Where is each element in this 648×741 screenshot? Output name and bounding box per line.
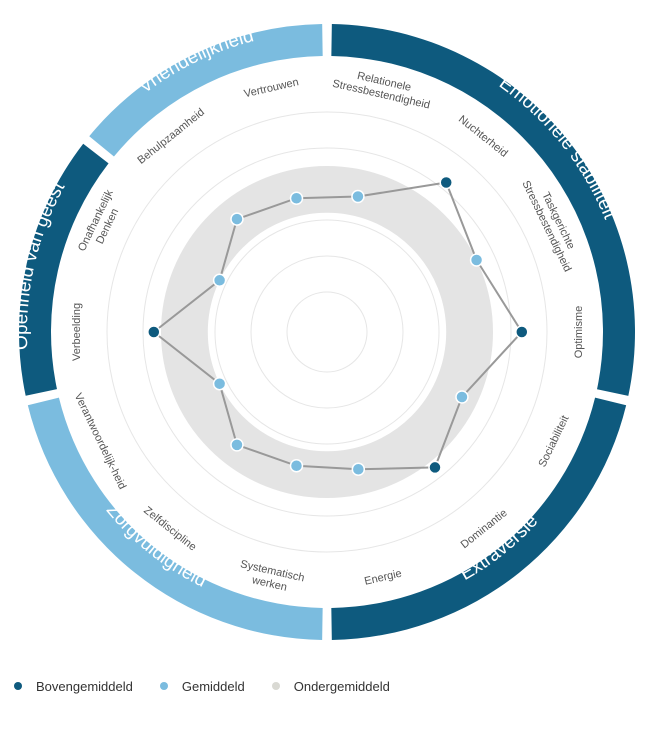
category-label: Vertrouwen	[243, 76, 300, 100]
data-point	[515, 325, 529, 339]
legend-label: Bovengemiddeld	[36, 678, 133, 694]
ring-segment	[19, 143, 109, 396]
legend-item-ondergemiddeld: Ondergemiddeld	[271, 678, 390, 694]
category-label-group: Sociabiliteit	[537, 414, 572, 469]
group-label-text: Emotionele stabiliteit	[495, 73, 620, 223]
legend-item-bovengemiddeld: Bovengemiddeld	[14, 679, 133, 694]
data-point	[439, 175, 453, 190]
ring-segment	[89, 24, 323, 157]
grid-circle	[106, 111, 548, 553]
grid-circle	[250, 255, 404, 409]
category-label: Energie	[363, 568, 403, 588]
legend-dot-grey	[271, 682, 280, 690]
legend-dot-dark-blue	[14, 682, 22, 690]
ring-segment	[27, 397, 323, 640]
data-point	[147, 325, 161, 339]
category-label: Sociabiliteit	[537, 414, 572, 469]
grid-circle	[286, 291, 368, 373]
data-point	[469, 253, 484, 267]
legend-item-gemiddeld: Gemiddeld	[159, 678, 245, 694]
radar-chart: Emotionele stabiliteitExtraversieZorgvul…	[19, 24, 635, 640]
ring-segment	[331, 397, 627, 640]
data-point	[289, 191, 304, 205]
data-point	[230, 212, 244, 226]
category-label-group: Energie	[363, 568, 403, 588]
category-label: Verbeelding	[71, 303, 83, 361]
data-point	[212, 273, 227, 288]
data-point	[212, 376, 227, 391]
data-point	[351, 189, 365, 204]
category-label-group: Verbeelding	[71, 303, 83, 361]
legend-label: Gemiddeld	[181, 678, 245, 694]
category-label-group: Vertrouwen	[243, 76, 300, 100]
data-point	[230, 438, 244, 452]
grid-circle	[214, 219, 440, 445]
average-band	[160, 165, 494, 499]
category-label: Nuchterheid	[456, 113, 510, 159]
data-point	[428, 460, 442, 475]
data-point	[289, 459, 304, 473]
data-point	[455, 390, 469, 404]
group-label: Emotionele stabiliteit	[495, 73, 620, 223]
ring-segment	[331, 24, 635, 396]
grid-circle	[142, 147, 512, 517]
data-point	[351, 462, 366, 477]
category-label-group: Optimisme	[573, 306, 585, 359]
category-label-group: Nuchterheid	[456, 113, 510, 159]
legend-label: Ondergemiddeld	[293, 678, 390, 694]
category-label: Optimisme	[573, 306, 585, 359]
chart-legend: Bovengemiddeld Gemiddeld Ondergemiddeld	[14, 676, 417, 696]
legend-dot-light-blue	[159, 682, 168, 690]
